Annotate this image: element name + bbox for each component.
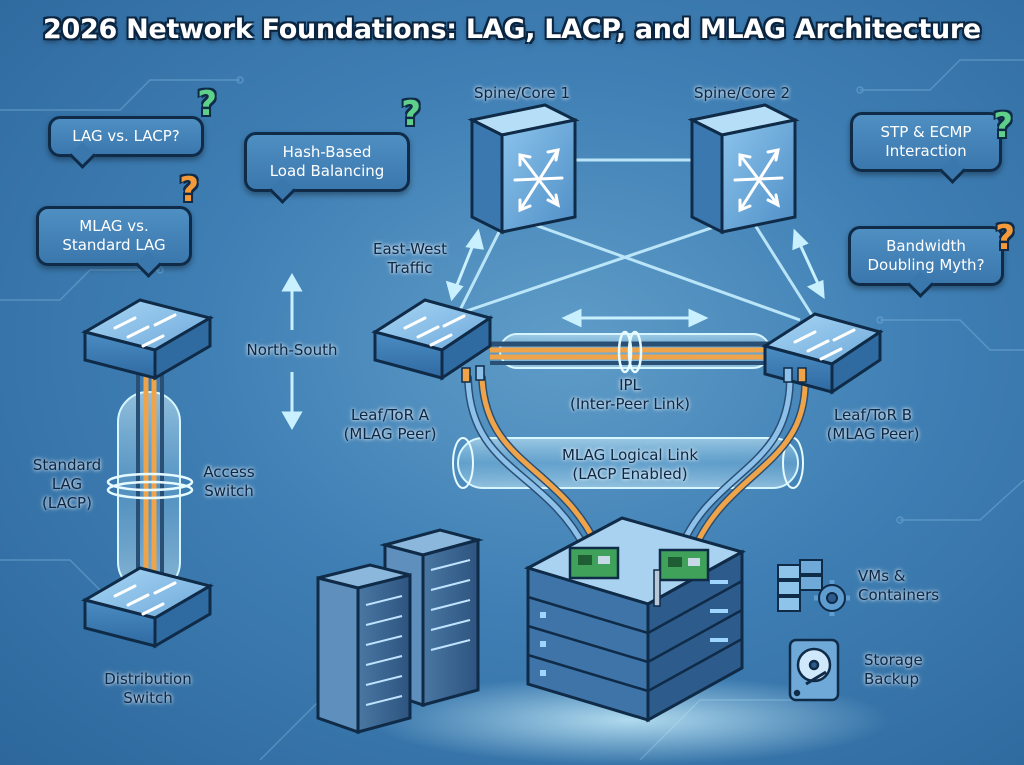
label-text: Spine/Core 2 [693, 84, 791, 102]
bubble-text: MLAG vs. [79, 217, 149, 235]
label-text: (LACP Enabled) [572, 465, 688, 483]
mlag-cables [464, 374, 810, 554]
label-text: Access [203, 463, 255, 481]
floor-glow [370, 675, 890, 765]
label-text: Distribution [104, 670, 192, 688]
storage-label: Storage Backup [864, 651, 964, 689]
mlag-logical-link-label: MLAG Logical Link (LACP Enabled) [545, 446, 715, 484]
leaf-b-label: Leaf/ToR B (MLAG Peer) [808, 406, 938, 444]
bubble-text: Standard LAG [62, 236, 166, 254]
north-south-label: North-South [232, 341, 352, 360]
label-text: Backup [864, 670, 919, 688]
switch-arrows-icon [793, 328, 856, 361]
label-text: MLAG Logical Link [561, 446, 699, 464]
bubble-text: Doubling Myth? [867, 256, 985, 274]
east-west-label: East-West Traffic [355, 240, 465, 278]
nic-card-icon [653, 548, 710, 607]
label-text: (LACP) [42, 494, 92, 512]
standard-lag-link [106, 360, 194, 600]
standard-lag-label: Standard LAG (LACP) [22, 456, 112, 513]
bubble-bandwidth-myth: Bandwidth Doubling Myth? ? [848, 221, 1015, 298]
bubble-text: Bandwidth [886, 237, 966, 255]
rack-servers[interactable] [316, 528, 484, 735]
ipl-link [490, 330, 771, 374]
label-text: LAG [51, 475, 83, 493]
switch-arrows-icon [733, 148, 784, 213]
label-text: Leaf/ToR B [833, 406, 913, 424]
label-text: North-South [246, 341, 338, 359]
page-title: 2026 Network Foundations: LAG, LACP, and… [43, 14, 981, 45]
bubble-text: LAG vs. LACP? [72, 127, 180, 145]
label-text: Switch [204, 482, 254, 500]
distribution-switch[interactable] [81, 566, 214, 649]
distribution-switch-label: Distribution Switch [90, 670, 206, 708]
vms-containers-icon [777, 559, 850, 616]
label-text: (MLAG Peer) [826, 425, 920, 443]
spine-core-1[interactable] [467, 103, 580, 235]
switch-arrows-icon [113, 581, 177, 616]
switch-arrows-icon [113, 313, 177, 348]
main-server-stack[interactable] [524, 516, 746, 765]
traffic-arrows [281, 228, 825, 431]
spine1-label: Spine/Core 1 [452, 84, 592, 103]
switch-arrows-icon [403, 314, 466, 347]
vms-label: VMs & Containers [858, 567, 968, 605]
label-text: Standard [32, 456, 102, 474]
label-text: Containers [858, 586, 940, 604]
label-text: Storage [864, 651, 923, 669]
question-mark-icon: ? [179, 170, 199, 210]
bubble-lag-vs-lacp: LAG vs. LACP? ? [48, 87, 217, 169]
bubble-mlag-vs-standard: MLAG vs. Standard LAG ? [36, 173, 199, 278]
question-mark-icon: ? [401, 94, 421, 134]
label-text: Spine/Core 1 [473, 84, 571, 102]
access-switch[interactable] [81, 298, 214, 381]
bubble-text: STP & ECMP [880, 123, 972, 141]
spine-core-2[interactable] [687, 103, 800, 235]
spine-leaf-links [439, 158, 817, 322]
nic-card-icon [568, 546, 620, 580]
label-text: (MLAG Peer) [343, 425, 437, 443]
label-text: Switch [123, 689, 173, 707]
label-text: Traffic [387, 259, 433, 277]
question-mark-icon: ? [197, 84, 217, 124]
leaf-a-label: Leaf/ToR A (MLAG Peer) [330, 406, 450, 444]
storage-hdd-icon [788, 638, 840, 702]
bubble-stp-ecmp: STP & ECMP Interaction ? [850, 109, 1013, 184]
leaf-tor-b[interactable] [761, 312, 884, 395]
leaf-tor-a[interactable] [371, 298, 494, 383]
spine2-label: Spine/Core 2 [672, 84, 812, 103]
bubble-hash-load-balancing: Hash-Based Load Balancing ? [244, 97, 421, 204]
question-mark-icon: ? [995, 218, 1015, 258]
label-text: (Inter-Peer Link) [570, 395, 690, 413]
bubble-text: Load Balancing [269, 162, 385, 180]
label-text: East-West [372, 240, 448, 258]
ipl-label: IPL (Inter-Peer Link) [545, 376, 715, 414]
label-text: IPL [619, 376, 641, 394]
question-mark-icon: ? [993, 106, 1013, 146]
switch-arrows-icon [513, 148, 564, 213]
bubble-text: Interaction [885, 142, 967, 160]
access-switch-label: Access Switch [186, 463, 272, 501]
bubble-text: Hash-Based [282, 143, 372, 161]
label-text: Leaf/ToR A [350, 406, 430, 424]
label-text: VMs & [858, 567, 906, 585]
